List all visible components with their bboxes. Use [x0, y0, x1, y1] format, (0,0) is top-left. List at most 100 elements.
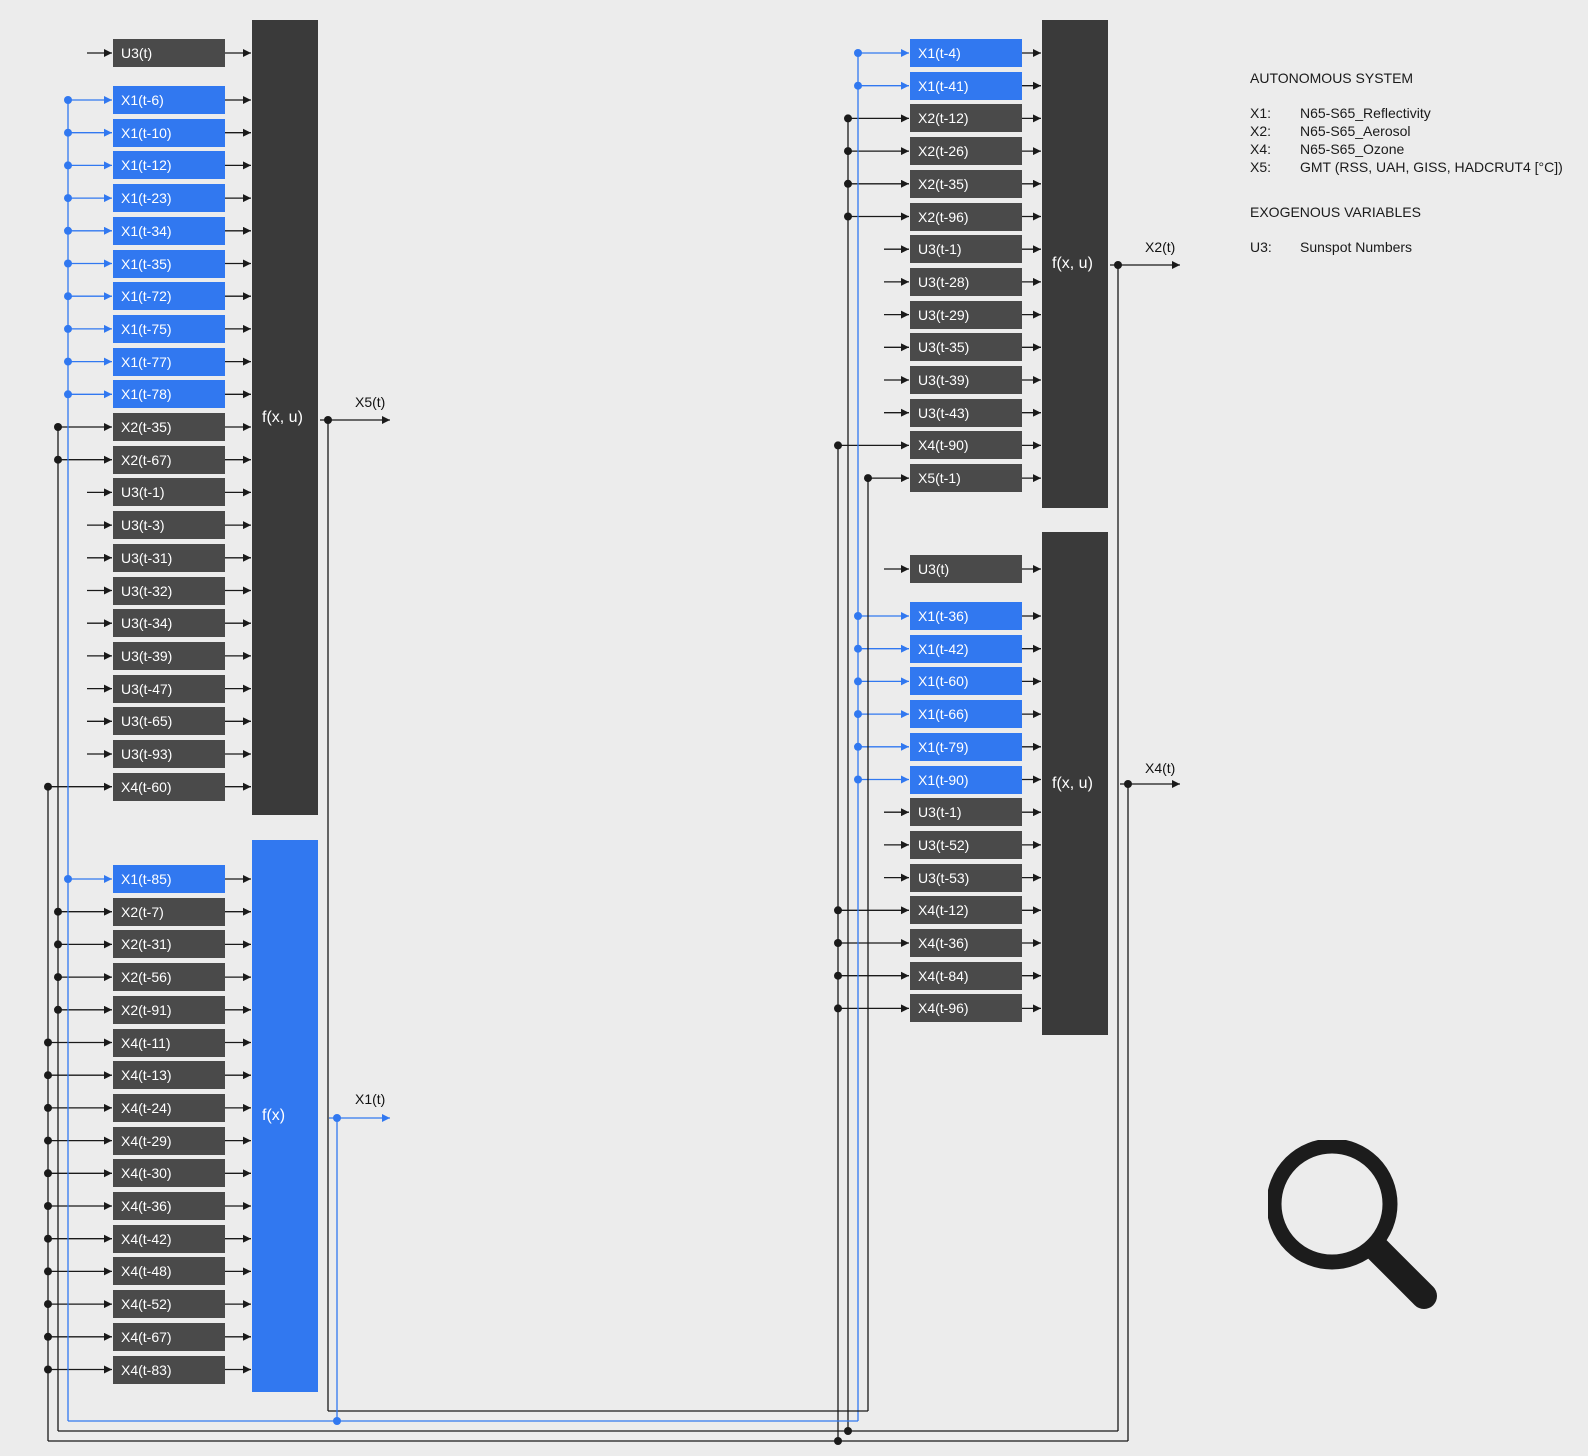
input-node[interactable]: X4(t-52)	[113, 1290, 225, 1319]
input-node[interactable]: X1(t-10)	[113, 118, 225, 147]
function-box-x4[interactable]: f(x, u)	[1042, 532, 1108, 1035]
input-node[interactable]: X1(t-60)	[910, 667, 1022, 696]
legend-row-x1: X1: N65-S65_Reflectivity	[1250, 104, 1580, 122]
input-node[interactable]: X1(t-34)	[113, 216, 225, 245]
function-label-x4: f(x, u)	[1052, 774, 1093, 792]
input-node[interactable]: X4(t-30)	[113, 1159, 225, 1188]
input-node[interactable]: X1(t-77)	[113, 347, 225, 376]
input-node[interactable]: U3(t-32)	[113, 576, 225, 605]
input-node[interactable]: U3(t-29)	[910, 300, 1022, 329]
input-node[interactable]: X4(t-96)	[910, 994, 1022, 1023]
input-node[interactable]: X4(t-11)	[113, 1028, 225, 1057]
input-node[interactable]: X1(t-90)	[910, 765, 1022, 794]
input-node[interactable]: X5(t-1)	[910, 464, 1022, 493]
input-node[interactable]: U3(t-53)	[910, 863, 1022, 892]
legend-value: N65-S65_Aerosol	[1300, 123, 1411, 139]
input-node[interactable]: U3(t-47)	[113, 674, 225, 703]
input-node[interactable]: X1(t-66)	[910, 700, 1022, 729]
input-node[interactable]: U3(t-93)	[113, 740, 225, 768]
input-node[interactable]: U3(t)	[113, 39, 225, 67]
input-node[interactable]: X2(t-7)	[113, 897, 225, 926]
input-node[interactable]: U3(t-35)	[910, 333, 1022, 362]
output-label-x4: X4(t)	[1145, 760, 1176, 776]
legend-row-x2: X2: N65-S65_Aerosol	[1250, 122, 1580, 140]
legend-row-x5: X5: GMT (RSS, UAH, GISS, HADCRUT4 [°C])	[1250, 158, 1580, 176]
input-node[interactable]: X4(t-36)	[910, 929, 1022, 957]
function-box-x5[interactable]: f(x, u)	[252, 20, 318, 815]
input-node[interactable]: U3(t-31)	[113, 543, 225, 572]
legend-key: X4:	[1250, 141, 1272, 157]
input-node[interactable]: X2(t-35)	[113, 413, 225, 441]
input-node[interactable]: X4(t-48)	[113, 1257, 225, 1286]
input-node[interactable]: X1(t-4)	[910, 39, 1022, 67]
input-node[interactable]: X2(t-67)	[113, 445, 225, 474]
input-node[interactable]: X2(t-12)	[910, 104, 1022, 133]
legend-key: X5:	[1250, 159, 1272, 175]
function-box-x1[interactable]: f(x)	[252, 840, 318, 1392]
input-node[interactable]: X2(t-56)	[113, 963, 225, 992]
legend-key: U3:	[1250, 239, 1272, 255]
input-node[interactable]: X4(t-67)	[113, 1322, 225, 1351]
junction-dot	[834, 1437, 842, 1445]
output-label-x2: X2(t)	[1145, 239, 1176, 255]
input-node[interactable]: U3(t-39)	[113, 641, 225, 670]
legend-row-u3: U3: Sunspot Numbers	[1250, 238, 1580, 256]
junction-dot	[333, 1417, 341, 1425]
input-node[interactable]: X2(t-91)	[113, 995, 225, 1024]
input-node[interactable]: X1(t-23)	[113, 184, 225, 213]
input-node[interactable]: X1(t-41)	[910, 71, 1022, 100]
input-node[interactable]: X1(t-35)	[113, 249, 225, 278]
legend-value: N65-S65_Ozone	[1300, 141, 1405, 157]
input-node[interactable]: X4(t-36)	[113, 1192, 225, 1220]
input-node[interactable]: X1(t-36)	[910, 602, 1022, 630]
input-node[interactable]: U3(t-1)	[910, 798, 1022, 827]
input-node[interactable]: U3(t-3)	[113, 511, 225, 540]
input-node[interactable]: X4(t-12)	[910, 896, 1022, 925]
input-node[interactable]: X1(t-78)	[113, 380, 225, 409]
legend-panel: AUTONOMOUS SYSTEM X1: N65-S65_Reflectivi…	[1250, 68, 1580, 256]
input-node[interactable]: X4(t-60)	[113, 772, 225, 801]
legend-row-x4: X4: N65-S65_Ozone	[1250, 140, 1580, 158]
input-node[interactable]: X4(t-90)	[910, 431, 1022, 460]
input-node[interactable]: U3(t-43)	[910, 398, 1022, 427]
legend-key: X2:	[1250, 123, 1272, 139]
input-node[interactable]: X1(t-12)	[113, 151, 225, 180]
input-node[interactable]: U3(t)	[910, 555, 1022, 583]
input-node[interactable]: X1(t-79)	[910, 732, 1022, 761]
input-node[interactable]: U3(t-52)	[910, 830, 1022, 859]
input-node[interactable]: U3(t-1)	[113, 478, 225, 507]
function-label-x2: f(x, u)	[1052, 255, 1093, 272]
input-node[interactable]: X4(t-84)	[910, 961, 1022, 990]
input-node[interactable]: X4(t-83)	[113, 1355, 225, 1384]
input-node[interactable]: X2(t-26)	[910, 137, 1022, 166]
legend-exogenous-title: EXOGENOUS VARIABLES	[1250, 204, 1421, 220]
input-node[interactable]: U3(t-34)	[113, 609, 225, 638]
input-node[interactable]: X2(t-96)	[910, 202, 1022, 231]
input-node[interactable]: X4(t-42)	[113, 1224, 225, 1253]
input-node[interactable]: U3(t-39)	[910, 366, 1022, 394]
output-label-x1: X1(t)	[355, 1091, 386, 1107]
function-box-x2[interactable]: f(x, u)	[1042, 20, 1108, 508]
input-node[interactable]: X2(t-31)	[113, 930, 225, 959]
input-node[interactable]: X1(t-75)	[113, 314, 225, 343]
function-label-x5: f(x, u)	[262, 408, 303, 426]
function-label-x1: f(x)	[262, 1107, 286, 1124]
search-icon[interactable]	[1268, 1140, 1440, 1312]
input-node[interactable]: X4(t-13)	[113, 1061, 225, 1090]
legend-value: N65-S65_Reflectivity	[1300, 105, 1431, 121]
input-node[interactable]: U3(t-1)	[910, 235, 1022, 264]
input-node[interactable]: X1(t-85)	[113, 865, 225, 893]
input-node[interactable]: U3(t-65)	[113, 707, 225, 736]
output-label-x5: X5(t)	[355, 394, 386, 410]
input-node[interactable]: X4(t-29)	[113, 1126, 225, 1155]
input-node[interactable]: X4(t-24)	[113, 1093, 225, 1122]
input-node[interactable]: X1(t-72)	[113, 282, 225, 311]
junction-dot	[844, 1427, 852, 1435]
input-node[interactable]: X1(t-6)	[113, 86, 225, 114]
input-node[interactable]: X1(t-42)	[910, 634, 1022, 663]
legend-value: GMT (RSS, UAH, GISS, HADCRUT4 [°C])	[1300, 159, 1563, 175]
legend-autonomous-title: AUTONOMOUS SYSTEM	[1250, 70, 1414, 86]
input-node[interactable]: U3(t-28)	[910, 267, 1022, 296]
input-node[interactable]: X2(t-35)	[910, 169, 1022, 198]
